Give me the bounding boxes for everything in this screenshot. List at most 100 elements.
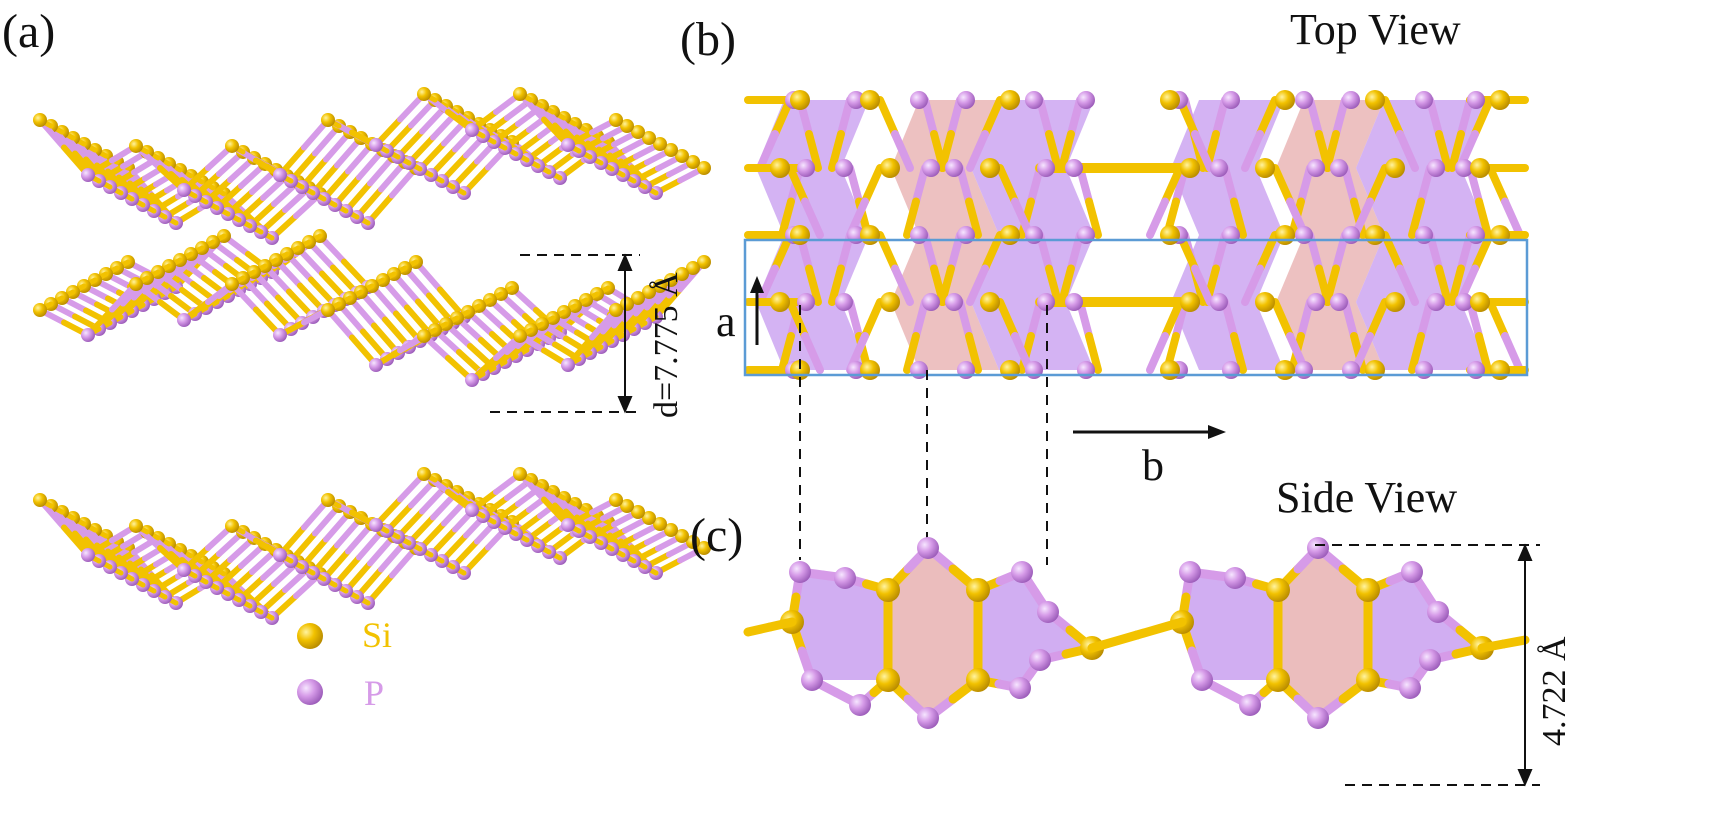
si-atom <box>1160 225 1180 245</box>
bond <box>65 132 76 141</box>
si-atom <box>675 529 689 543</box>
p-atom <box>917 537 939 559</box>
bond <box>493 291 504 300</box>
p-atom <box>1427 293 1445 311</box>
alignment-guides <box>799 305 1048 565</box>
bond <box>593 344 604 353</box>
bond <box>294 561 305 570</box>
bond <box>1058 264 1075 306</box>
bond <box>54 506 65 515</box>
bond <box>626 326 637 335</box>
bond <box>837 96 854 138</box>
p-atom <box>1342 226 1360 244</box>
bond <box>828 264 845 306</box>
bond <box>102 320 113 329</box>
bond <box>582 350 593 359</box>
bond <box>861 298 884 340</box>
bond <box>438 321 449 330</box>
pentagon-face <box>978 572 1092 688</box>
si-atom <box>33 303 47 317</box>
bond <box>375 277 386 286</box>
si-atom <box>880 292 900 312</box>
bond <box>183 170 194 179</box>
bond <box>113 567 124 576</box>
p-atom <box>922 293 940 311</box>
bond <box>331 500 342 509</box>
p-atom <box>1342 91 1360 109</box>
pentagon-face <box>1368 572 1482 688</box>
bond <box>135 302 146 311</box>
bond <box>912 164 929 206</box>
bond <box>1501 332 1524 374</box>
bond <box>508 353 519 362</box>
polygon-face <box>1276 235 1384 302</box>
si-atom <box>1470 292 1490 312</box>
bond <box>938 130 955 172</box>
si-atom <box>1160 90 1180 110</box>
si-atom <box>653 279 667 293</box>
bond <box>1381 96 1404 138</box>
interlayer-distance-marker <box>490 253 640 414</box>
bond <box>530 540 541 549</box>
bond <box>43 500 54 509</box>
bond <box>408 259 419 268</box>
bond <box>290 245 301 254</box>
bond <box>1448 264 1465 306</box>
bond <box>353 289 364 298</box>
bond <box>397 265 408 274</box>
bond <box>109 265 120 274</box>
bond <box>338 585 349 594</box>
p-atom <box>465 123 479 137</box>
si-atom <box>790 225 810 245</box>
bond <box>996 298 1019 340</box>
bond <box>1435 130 1452 172</box>
bond <box>379 525 390 534</box>
bond <box>172 257 183 266</box>
si-atom <box>513 328 527 343</box>
p-atom <box>1037 293 1055 311</box>
p-atom <box>910 226 928 244</box>
p-atom <box>1295 91 1313 109</box>
bond <box>604 338 615 347</box>
legend-p-label: P <box>364 673 385 713</box>
bond <box>91 555 102 564</box>
bond <box>209 202 220 211</box>
si-atom <box>876 668 900 692</box>
bond <box>604 543 615 552</box>
bond <box>146 585 157 594</box>
si-atom <box>321 493 335 507</box>
p-atom <box>789 561 811 583</box>
bond <box>168 217 179 226</box>
bond <box>65 289 76 298</box>
p-atom <box>273 548 287 562</box>
bond <box>482 297 493 306</box>
bond <box>541 546 552 555</box>
si-atom <box>129 277 143 292</box>
polygon-face <box>1276 100 1384 168</box>
p-atom <box>917 707 939 729</box>
bond <box>235 526 246 535</box>
bond <box>534 321 545 330</box>
bond <box>1323 130 1340 172</box>
panel-b-top-view <box>744 90 1529 380</box>
si-atom <box>1000 90 1020 110</box>
bond <box>1221 298 1238 340</box>
si-atom <box>225 138 239 153</box>
bond <box>805 264 822 306</box>
panel-a-stacked-layers <box>33 87 711 625</box>
bond <box>91 326 102 335</box>
bond <box>567 498 578 507</box>
p-atom <box>1455 159 1473 177</box>
bond <box>1076 164 1093 206</box>
bond <box>471 303 482 312</box>
bond <box>216 233 227 242</box>
bond <box>423 169 434 178</box>
si-atom <box>1385 158 1405 178</box>
bond <box>1396 130 1419 172</box>
bond <box>139 146 150 155</box>
bond <box>846 164 863 206</box>
p-atom <box>1415 226 1433 244</box>
p-atom <box>1415 361 1433 379</box>
bond <box>135 579 146 588</box>
bond <box>1417 298 1434 340</box>
